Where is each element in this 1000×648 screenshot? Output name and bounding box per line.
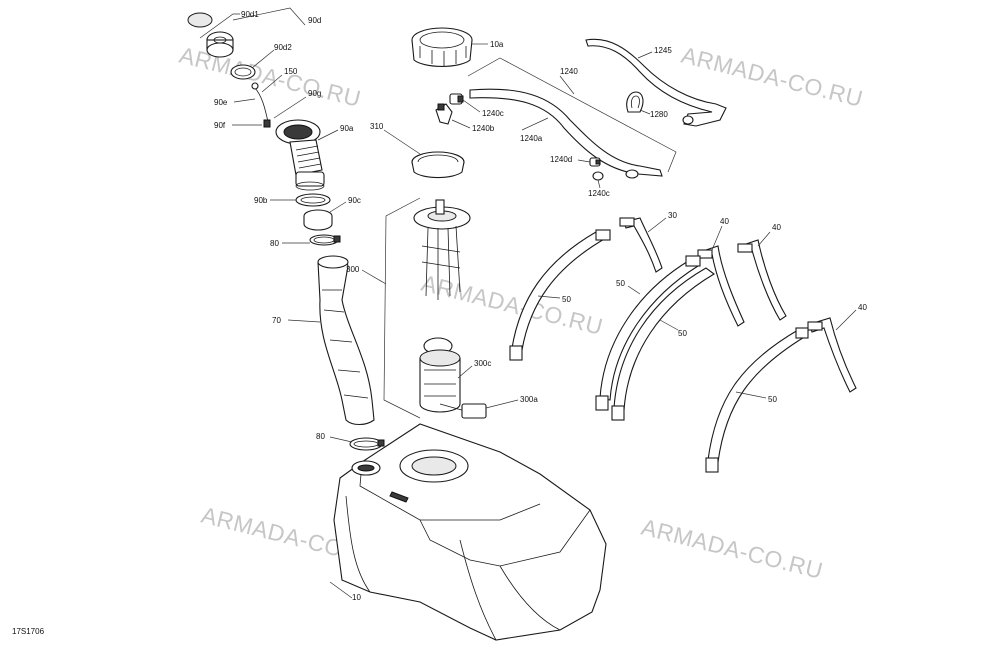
callout-90a: 90a	[340, 124, 354, 133]
gasket-90b	[295, 193, 331, 207]
callout-50-a: 50	[562, 295, 571, 304]
lock-ring-10a	[411, 27, 473, 67]
callout-80-lower: 80	[316, 432, 325, 441]
callout-1280: 1280	[650, 110, 668, 119]
strap-50-d	[705, 327, 809, 473]
callout-1240d: 1240d	[550, 155, 572, 164]
callout-90b: 90b	[254, 196, 268, 205]
callout-1245: 1245	[654, 46, 672, 55]
callout-1240a: 1240a	[520, 134, 543, 143]
callout-90c: 90c	[348, 196, 361, 205]
filler-cap-90d	[187, 12, 234, 58]
bracket-1240	[467, 57, 677, 173]
strap-30	[619, 217, 663, 273]
callout-300c: 300c	[474, 359, 491, 368]
fuel-tank-10	[333, 423, 607, 641]
filler-neck-90a	[275, 119, 325, 191]
callout-90e: 90e	[214, 98, 228, 107]
clip-1280	[626, 91, 644, 113]
callout-30: 30	[668, 211, 677, 220]
callout-90d1: 90d1	[241, 10, 259, 19]
watermark-top-right: ARMADA-CO.RU	[679, 42, 866, 112]
tank-seal-310	[411, 151, 465, 179]
callout-1240c-lower: 1240c	[588, 189, 610, 198]
callout-90d: 90d	[308, 16, 321, 25]
fuel-pump-module-300	[413, 199, 487, 419]
callout-1240c-upper: 1240c	[482, 109, 504, 118]
clamp-80-lower	[349, 437, 385, 451]
seal-90c	[303, 209, 333, 231]
callout-1240: 1240	[560, 67, 578, 76]
cap-gasket-90d2	[230, 64, 256, 80]
watermark-top-left: ARMADA-CO.RU	[177, 42, 364, 112]
callout-310: 310	[370, 122, 384, 131]
strap-50-b	[595, 255, 701, 411]
callout-40-a: 40	[720, 217, 729, 226]
callout-300: 300	[346, 265, 360, 274]
connector-1240c-lower	[592, 171, 604, 181]
strap-40-c	[807, 317, 857, 393]
callout-50-b: 50	[616, 279, 625, 288]
tether-150	[251, 82, 271, 128]
drawing-code: 17S1706	[12, 627, 45, 636]
callout-70: 70	[272, 316, 281, 325]
callout-40-c: 40	[858, 303, 867, 312]
vent-hose-1245	[585, 38, 727, 127]
callout-50-d: 50	[768, 395, 777, 404]
callout-10a: 10a	[490, 40, 504, 49]
callout-300a: 300a	[520, 395, 538, 404]
fitting-1240d	[589, 157, 601, 167]
callout-90d2: 90d2	[274, 43, 292, 52]
elbow-1240b	[435, 103, 453, 125]
callout-10: 10	[352, 593, 361, 602]
watermark-bottom-right: ARMADA-CO.RU	[639, 514, 826, 584]
clamp-80-upper	[309, 234, 341, 246]
callout-40-b: 40	[772, 223, 781, 232]
filler-hose-70	[317, 255, 375, 426]
strap-40-b	[737, 239, 787, 321]
vent-hose-1240a	[469, 88, 663, 179]
callout-150: 150	[284, 67, 298, 76]
strap-40-a	[697, 245, 745, 327]
callout-90f: 90f	[214, 121, 226, 130]
callout-1240b: 1240b	[472, 124, 495, 133]
watermark-middle: ARMADA-CO.RU	[419, 270, 606, 340]
strap-50-a	[509, 229, 611, 361]
bracket-300	[383, 197, 421, 419]
callout-50-c: 50	[678, 329, 687, 338]
strap-50-c	[611, 267, 715, 421]
callout-90g: 90g	[308, 89, 321, 98]
connector-1240c-upper	[449, 93, 464, 105]
callout-80-upper: 80	[270, 239, 279, 248]
